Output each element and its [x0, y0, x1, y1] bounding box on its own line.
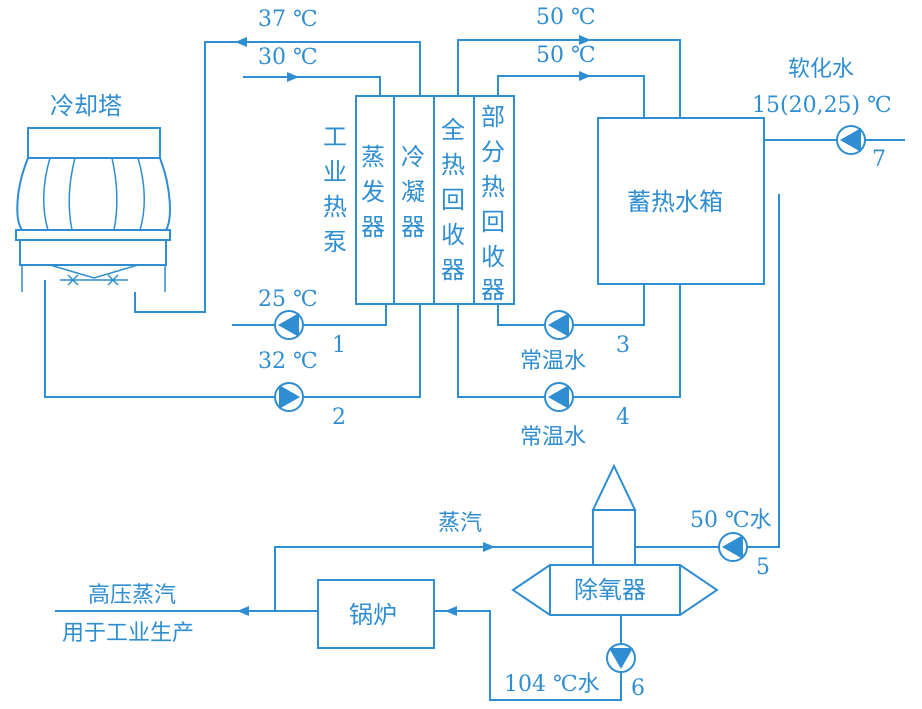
boiler [317, 579, 435, 649]
svg-text:发: 发 [361, 178, 385, 206]
pump-4 [544, 382, 574, 412]
normal-water-4-label: 常温水 [520, 425, 586, 450]
svg-text:热: 热 [441, 151, 465, 179]
deaerator-label: 除氧器 [574, 576, 646, 604]
pump-7-number: 7 [872, 147, 886, 172]
temp-50c-top: 50 ℃ [536, 5, 596, 30]
pump-3 [544, 310, 574, 340]
softened-water-label: 软化水 [788, 57, 854, 82]
svg-text:回: 回 [481, 208, 505, 236]
temp-32c: 32 ℃ [258, 349, 318, 374]
pump-2 [274, 382, 304, 412]
heat-pump-char-3: 热 [323, 193, 347, 221]
pump-5 [718, 532, 748, 562]
temp-25c: 25 ℃ [258, 287, 318, 312]
boiler-label: 锅炉 [349, 601, 397, 629]
svg-text:热: 热 [481, 173, 505, 201]
steam-label: 蒸汽 [438, 511, 482, 536]
svg-text:分: 分 [481, 138, 505, 166]
pipe-32c [44, 280, 421, 398]
svg-text:部: 部 [481, 103, 505, 131]
svg-text:全: 全 [441, 116, 465, 144]
partial-recovery-label: 部 分 热 回 收 器 [481, 103, 505, 304]
cooling-tower-label: 冷却塔 [50, 92, 122, 120]
pipe-50c-second [497, 75, 645, 118]
svg-text:器: 器 [361, 213, 385, 241]
pump-3-number: 3 [616, 333, 630, 358]
pipe-30c [243, 76, 381, 96]
heat-pump-label: 工 业 热 泵 [323, 123, 347, 256]
temp-30c: 30 ℃ [258, 45, 318, 70]
pump-4-number: 4 [616, 405, 630, 430]
pump-1-number: 1 [332, 333, 346, 358]
full-recovery-label: 全 热 回 收 器 [441, 116, 465, 284]
pump-5-number: 5 [756, 555, 770, 580]
heat-exchanger-block [355, 95, 515, 305]
heat-pump-char-1: 工 [323, 123, 347, 151]
svg-text:器: 器 [441, 256, 465, 284]
water-50c-label: 50 ℃水 [690, 508, 772, 533]
softened-water-temp: 15(20,25) ℃ [752, 93, 892, 118]
evaporator-label: 蒸 发 器 [361, 143, 385, 241]
storage-tank-label: 蓄热水箱 [627, 188, 723, 216]
heat-pump-char-2: 业 [323, 158, 347, 186]
normal-water-3-label: 常温水 [520, 349, 586, 374]
cooling-tower [15, 127, 171, 292]
pump-1 [274, 310, 304, 340]
deaerator [511, 463, 719, 616]
svg-text:收: 收 [441, 221, 465, 249]
temp-50c-second: 50 ℃ [536, 43, 596, 68]
storage-tank [597, 117, 765, 285]
pump-2-number: 2 [332, 405, 346, 430]
temp-37c: 37 ℃ [258, 7, 318, 32]
pipe-50c-water [636, 194, 780, 548]
svg-text:收: 收 [481, 243, 505, 271]
pump-6-number: 6 [631, 676, 645, 701]
pump-6 [606, 643, 636, 673]
svg-text:冷: 冷 [401, 143, 425, 171]
svg-text:器: 器 [401, 213, 425, 241]
pipe-37c-return [134, 41, 421, 313]
hp-steam-label-1: 高压蒸汽 [88, 583, 176, 608]
svg-text:器: 器 [481, 276, 505, 304]
condenser-label: 冷 凝 器 [401, 143, 425, 241]
water-104c-label: 104 ℃水 [504, 672, 600, 697]
hp-steam-label-2: 用于工业生产 [62, 621, 194, 646]
pump-7 [836, 125, 866, 155]
heat-pump-char-4: 泵 [323, 228, 347, 256]
svg-text:回: 回 [441, 186, 465, 214]
svg-text:蒸: 蒸 [361, 143, 385, 171]
svg-text:凝: 凝 [401, 178, 425, 206]
